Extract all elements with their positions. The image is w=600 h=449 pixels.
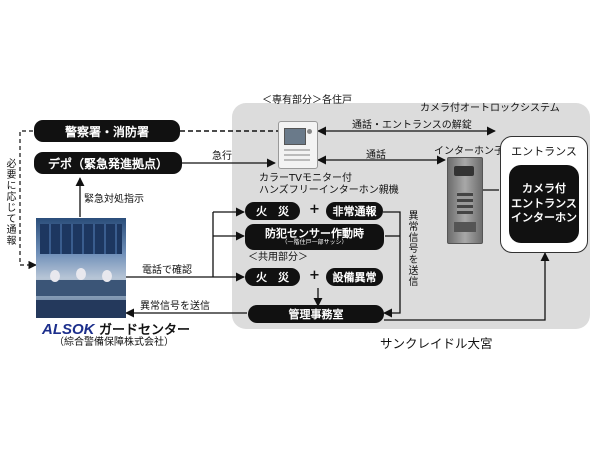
intercom-sub-label: インターホン子機 <box>434 146 514 157</box>
alsok-logo: ALSOK ガードセンター <box>42 319 190 338</box>
send-alarm-vertical-label: 異常信号を送信 <box>406 210 417 287</box>
send-alarm-label: 異常信号を送信 <box>140 301 210 312</box>
fire-private-node: 火 災 <box>245 202 300 220</box>
building-name: サンクレイドル大宮 <box>380 336 493 351</box>
management-office-node: 管理事務室 <box>248 305 384 323</box>
depot-node: デポ（緊急発進拠点） <box>34 152 182 174</box>
alsok-brand: ALSOK <box>42 321 95 338</box>
crime-sensor-title: 防犯センサー作動時 <box>265 226 364 240</box>
crime-sensor-note: （一階住戸一部サッシ） <box>281 238 348 246</box>
entrance-intercom-line3: インターホン <box>511 211 577 225</box>
company-subtitle: （綜合警備保障株式会社） <box>54 337 174 348</box>
private-area-label: ＜専有部分＞各住戸 <box>262 95 352 106</box>
plus-sign-common: + <box>309 268 320 283</box>
entrance-title: エントランス <box>511 145 577 158</box>
private-alarm-line <box>383 211 401 318</box>
common-area-label: ＜共用部分＞ <box>248 252 308 263</box>
office-entrance-arrow <box>384 252 550 321</box>
notify-if-needed-label: 必要に応じて通報 <box>4 158 15 246</box>
camera-entrance-intercom-node: カメラ付 エントランス インターホン <box>509 165 579 243</box>
guard-center-photo <box>36 218 126 318</box>
entrance-box: エントランス カメラ付 エントランス インターホン <box>500 136 588 253</box>
emergency-call-node: 非常通報 <box>326 202 383 220</box>
intercom-sub-device-icon <box>447 157 483 244</box>
camera-system-label: カメラ付オートロックシステム <box>420 103 560 114</box>
fire-common-node: 火 災 <box>245 268 300 286</box>
call-label: 通話 <box>366 150 386 161</box>
police-fire-node: 警察署・消防署 <box>34 120 180 142</box>
call-unlock-label: 通話・エントランスの解錠 <box>352 120 472 131</box>
crime-sensor-node: 防犯センサー作動時 （一階住戸一部サッシ） <box>245 224 384 250</box>
equipment-error-node: 設備異常 <box>326 268 383 286</box>
instruction-label: 緊急対処指示 <box>84 194 144 205</box>
monitor-label-line2: ハンズフリーインターホン親機 <box>259 185 399 196</box>
notify-dashed-line-left <box>19 130 37 270</box>
monitor-device-icon <box>278 121 318 169</box>
phone-confirm-label: 電話で確認 <box>142 265 192 276</box>
guard-center-name: ガードセンター <box>98 323 190 338</box>
rush-label: 急行 <box>212 151 232 162</box>
plus-sign-private: + <box>309 202 320 217</box>
monitor-label-line1: カラーTVモニター付 <box>259 173 352 184</box>
entrance-intercom-line1: カメラ付 <box>522 181 566 195</box>
entrance-intercom-line2: エントランス <box>511 196 577 210</box>
